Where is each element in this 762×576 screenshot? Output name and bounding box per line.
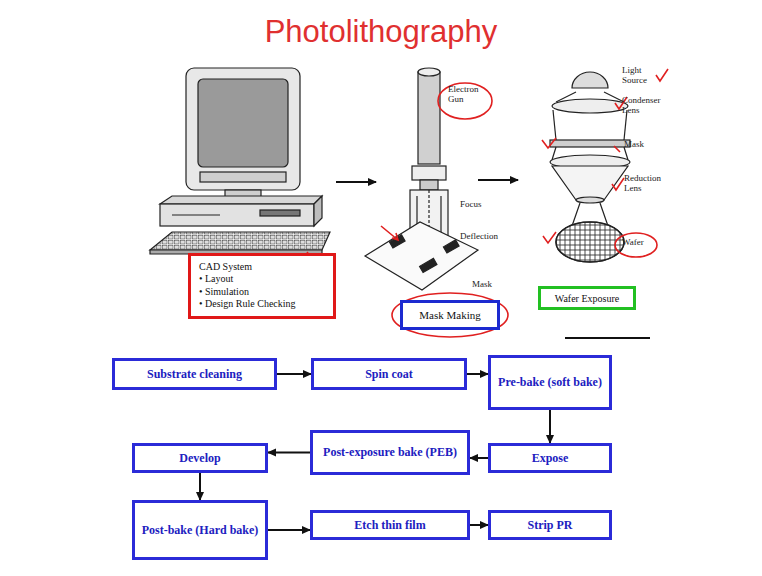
stepper-illustration <box>550 72 630 262</box>
part-label: Light Source <box>622 66 662 86</box>
box-text: Substrate cleaning <box>147 367 242 381</box>
flow-arrow <box>199 473 201 500</box>
process-box: Strip PR <box>488 510 612 540</box>
underline <box>565 337 650 339</box>
box-text: • Layout <box>199 273 329 286</box>
stage-box: Mask Making <box>400 300 500 330</box>
process-box: Post-exposure bake (PEB) <box>310 430 470 475</box>
box-text: • Design Rule Checking <box>199 298 329 311</box>
process-box: Develop <box>132 443 268 473</box>
flow-arrow <box>549 410 551 443</box>
box-text: • Simulation <box>199 286 329 299</box>
part-label: Deflection <box>460 232 510 242</box>
part-label: Mask <box>472 280 502 290</box>
box-text: Post-bake (Hard bake) <box>142 523 259 537</box>
process-box: Substrate cleaning <box>112 358 277 390</box>
box-text: Post-exposure bake (PEB) <box>323 445 457 459</box>
flow-arrow <box>470 524 488 526</box>
box-text: CAD System <box>199 261 329 274</box>
box-text: Develop <box>179 451 220 465</box>
box-text: Expose <box>532 451 569 465</box>
part-label: Electron Gun <box>448 85 488 105</box>
process-box: Spin coat <box>311 358 467 390</box>
flow-arrow <box>470 457 488 459</box>
computer-illustration <box>150 68 330 254</box>
box-text: Etch thin film <box>354 518 425 532</box>
process-box: Expose <box>488 443 612 473</box>
stage-arrow <box>336 181 376 183</box>
box-text: Wafer Exposure <box>555 293 619 304</box>
process-box: Etch thin film <box>310 510 470 540</box>
part-label: Condenser Lens <box>622 96 667 116</box>
part-label: Focus <box>460 200 500 210</box>
stage-box: Wafer Exposure <box>538 286 636 310</box>
box-text: Mask Making <box>419 309 480 321</box>
flow-arrow <box>277 373 311 375</box>
stage-arrow <box>478 179 518 181</box>
page-title: Photolithography <box>0 14 762 50</box>
flow-arrow <box>268 452 310 454</box>
flow-arrow <box>467 373 488 375</box>
process-box: Post-bake (Hard bake) <box>132 500 268 560</box>
system-box: CAD System• Layout• Simulation• Design R… <box>188 253 336 319</box>
flow-arrow <box>268 529 310 531</box>
part-label: Reduction Lens <box>624 174 669 194</box>
box-text: Spin coat <box>365 367 413 381</box>
box-text: Pre-bake (soft bake) <box>498 375 602 389</box>
part-label: Wafer <box>622 238 652 248</box>
part-label: Mask <box>624 140 654 150</box>
box-text: Strip PR <box>528 518 573 532</box>
process-box: Pre-bake (soft bake) <box>488 355 612 410</box>
